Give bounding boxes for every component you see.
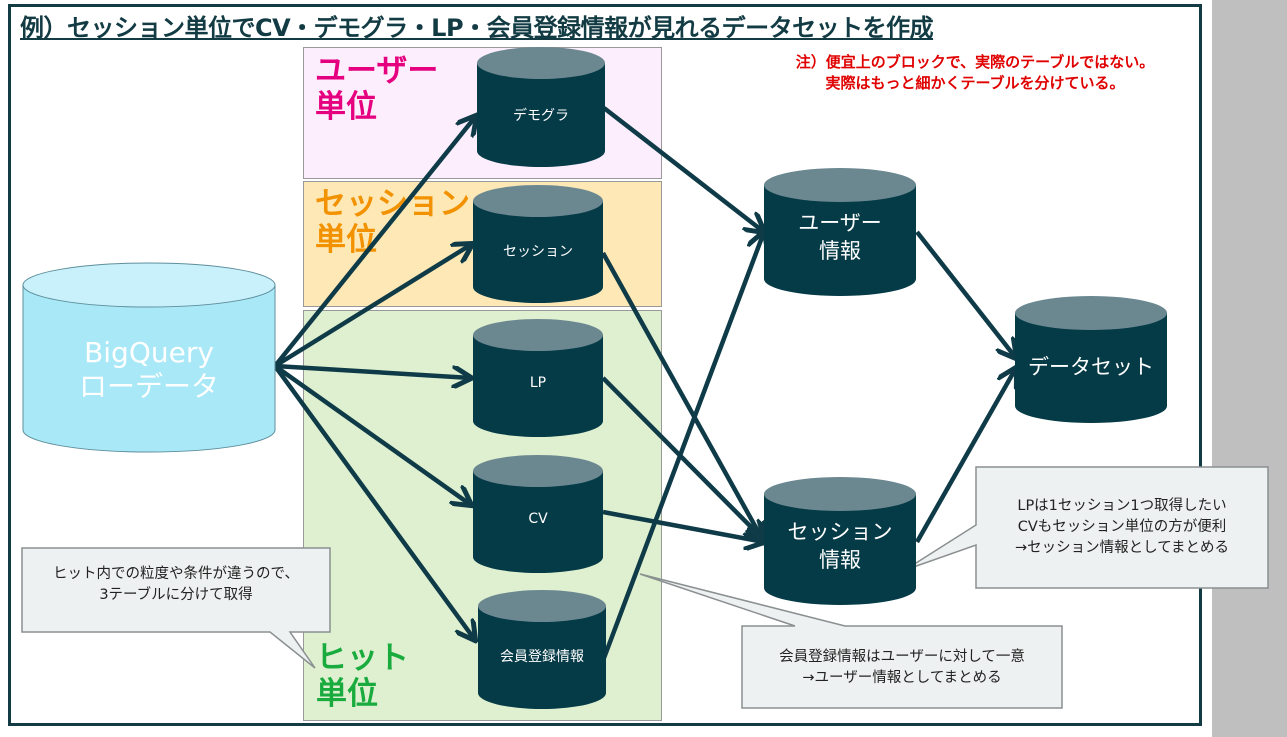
node-lp-label: LP	[529, 375, 547, 391]
arrows	[273, 106, 1016, 659]
note-line-2: 実際はもっと細かくテーブルを分けている。	[825, 74, 1125, 92]
band-user-label: ユーザー 単位	[315, 53, 439, 125]
arrow-member-to-user-info	[601, 232, 764, 659]
cylinder-cv	[473, 455, 603, 573]
band-session-label: セッション 単位	[315, 186, 470, 258]
arrow-bigquery-to-demographics	[273, 116, 476, 368]
arrow-bigquery-to-lp	[274, 363, 471, 378]
callout-member-bubble	[639, 573, 1063, 709]
cylinder-member-registration	[478, 590, 606, 709]
callout-hit-split-text: ヒット内での粒度や条件が違うので、 3テーブルに分けて取得	[53, 566, 299, 603]
node-member-registration-label: 会員登録情報	[500, 649, 584, 665]
arrow-session-info-to-dataset	[915, 368, 1016, 544]
note-line-1: 注）便宜上のブロックで、実際のテーブルではない。	[795, 53, 1155, 71]
arrow-session-to-session-info	[601, 251, 764, 542]
arrow-demographics-to-user-info	[602, 106, 764, 232]
arrow-lp-to-session-info	[601, 376, 764, 540]
node-dataset-label: データセット	[1028, 355, 1154, 379]
cylinder-bigquery	[22, 262, 276, 453]
cylinder-dataset	[1015, 296, 1167, 423]
arrow-user-info-to-dataset	[915, 230, 1016, 358]
arrow-cv-to-session-info	[602, 509, 764, 542]
arrow-bigquery-to-member	[273, 364, 475, 640]
node-demographics-label: デモグラ	[513, 108, 569, 124]
callout-lp-cv-bubble	[904, 466, 1269, 589]
node-user-info-label: ユーザー 情報	[798, 211, 882, 263]
node-cv-label: CV	[528, 511, 548, 527]
arrow-bigquery-to-cv	[273, 364, 471, 505]
node-bigquery-label: BigQuery ローデータ	[78, 336, 219, 403]
diagram-frame	[8, 4, 1202, 726]
cylinder-session-info	[764, 477, 916, 605]
arrow-bigquery-to-session	[273, 244, 472, 368]
node-session-info-label: セッション 情報	[787, 520, 893, 572]
cylinder-demographics	[477, 47, 605, 167]
diagram-title: 例）セッション単位でCV・デモグラ・LP・会員登録情報が見れるデータセットを作成	[20, 14, 934, 42]
callout-hit-split-bubble	[21, 547, 331, 669]
node-session-label: セッション	[503, 244, 573, 260]
cylinder-session	[473, 185, 603, 303]
cylinder-user-info	[764, 168, 916, 296]
band-hit-label: ヒット 単位	[316, 640, 409, 712]
note-text: 注）便宜上のブロックで、実際のテーブルではない。 実際はもっと細かくテーブルを分…	[745, 52, 1205, 94]
callout-lp-cv-text: LPは1セッション1つ取得したい CVもセッション単位の方が便利 →セッション情…	[1015, 497, 1229, 556]
right-margin-strip	[1212, 0, 1287, 737]
callout-member-text: 会員登録情報はユーザーに対して一意 →ユーザー情報としてまとめる	[779, 649, 1025, 686]
cylinder-lp	[473, 319, 603, 437]
